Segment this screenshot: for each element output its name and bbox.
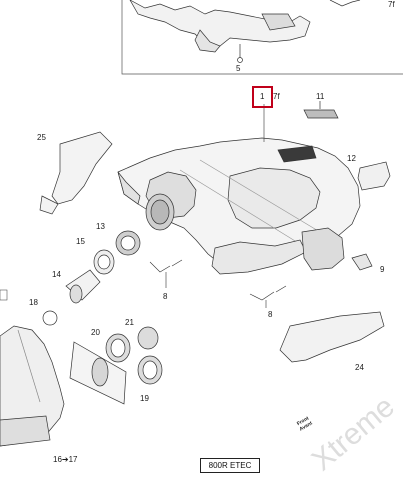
part-8-clips <box>149 259 287 308</box>
callout-21: 21 <box>125 318 134 327</box>
part-24-duct <box>279 311 385 363</box>
part-25-guard <box>39 131 113 215</box>
top-inset-frame <box>121 0 403 75</box>
callout-12: 12 <box>347 154 356 163</box>
part-20-ring <box>105 333 131 363</box>
callout-1-highlight <box>252 86 273 108</box>
part-18-ring <box>42 310 58 326</box>
callout-7f-top: 7f <box>388 0 395 9</box>
callout-19: 19 <box>140 394 149 403</box>
part-19-plate <box>69 341 127 405</box>
part-9-grommet <box>351 253 373 271</box>
callout-8b: 8 <box>268 310 273 319</box>
inset-airbox-part <box>129 0 361 63</box>
callout-13: 13 <box>96 222 105 231</box>
callout-25: 25 <box>37 133 46 142</box>
callout-14: 14 <box>52 270 61 279</box>
callout-9: 9 <box>380 265 385 274</box>
callout-11: 11 <box>316 92 325 101</box>
part-11-pad <box>303 101 339 119</box>
callout-7f: 7f <box>273 92 280 101</box>
airbox-main-part <box>117 137 361 275</box>
callout-15: 15 <box>76 237 85 246</box>
part-21-ring <box>137 326 163 385</box>
callout-8a: 8 <box>163 292 168 301</box>
callout-16-17: 16➔17 <box>53 455 78 464</box>
callout-5: 5 <box>236 64 241 73</box>
part-13-clamp <box>115 230 141 256</box>
part-15-coupler <box>93 249 115 275</box>
part-16-housing <box>0 325 65 447</box>
model-label: 800R ETEC <box>200 458 260 473</box>
callout-1: 1 <box>260 92 265 101</box>
part-14-tube <box>65 269 101 304</box>
callout-18: 18 <box>29 298 38 307</box>
part-12-bracket <box>357 161 391 191</box>
callout-20: 20 <box>91 328 100 337</box>
left-edge-icon <box>0 289 8 301</box>
callout-24: 24 <box>355 363 364 372</box>
